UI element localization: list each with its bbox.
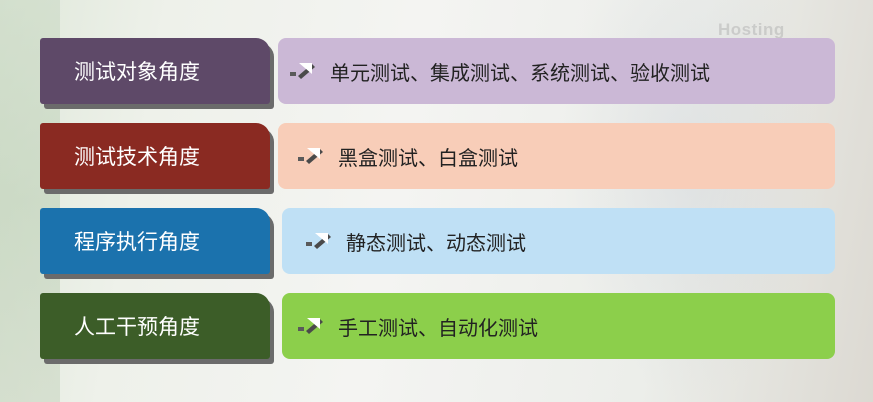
category-detail: 静态测试、动态测试 (282, 208, 835, 274)
category-label: 测试技术角度 (40, 123, 270, 189)
category-row-technique: 测试技术角度 黑盒测试、白盒测试 (40, 123, 835, 195)
arrow-icon (298, 145, 328, 167)
watermark: Hosting (718, 20, 785, 39)
category-row-object: 测试对象角度 单元测试、集成测试、系统测试、验收测试 (40, 38, 835, 110)
arrow-icon (306, 230, 336, 252)
category-detail: 手工测试、自动化测试 (282, 293, 835, 359)
category-detail: 黑盒测试、白盒测试 (278, 123, 835, 189)
category-detail: 单元测试、集成测试、系统测试、验收测试 (278, 38, 835, 104)
category-label: 人工干预角度 (40, 293, 270, 359)
category-label: 程序执行角度 (40, 208, 270, 274)
category-detail-text: 手工测试、自动化测试 (338, 315, 538, 340)
category-label: 测试对象角度 (40, 38, 270, 104)
arrow-icon (290, 60, 320, 82)
category-detail-text: 黑盒测试、白盒测试 (338, 145, 518, 170)
category-row-intervention: 人工干预角度 手工测试、自动化测试 (40, 293, 835, 365)
arrow-icon (298, 315, 328, 337)
category-row-execution: 程序执行角度 静态测试、动态测试 (40, 208, 835, 280)
category-detail-text: 静态测试、动态测试 (346, 230, 526, 255)
category-detail-text: 单元测试、集成测试、系统测试、验收测试 (330, 60, 710, 85)
